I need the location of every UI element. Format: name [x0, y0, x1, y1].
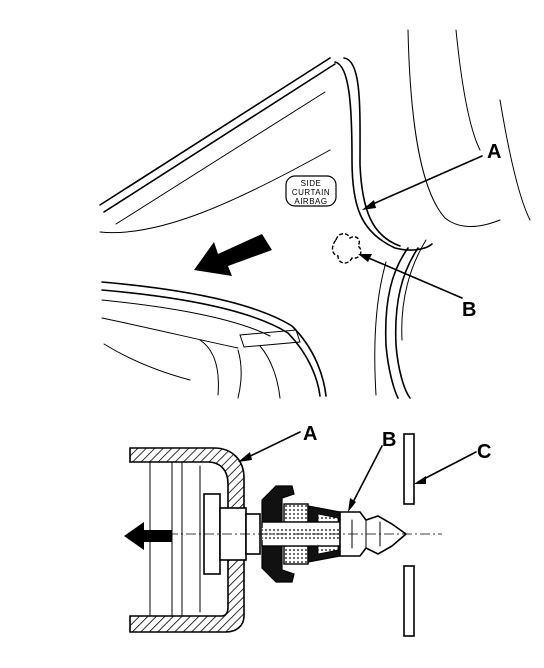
removal-arrow: [124, 522, 172, 550]
top-view: SIDE CURTAIN AIRBAG A B: [99, 29, 531, 399]
label-b-bottom: B: [382, 429, 396, 451]
trim-panel-section: [129, 447, 245, 633]
glass-edge: [99, 57, 336, 234]
body-panel-c: [403, 433, 415, 637]
hidden-clip-outline: [331, 233, 362, 264]
side-curtain-airbag-badge: SIDE CURTAIN AIRBAG: [285, 175, 337, 207]
label-b-top: B: [462, 299, 476, 321]
leader-a-bottom: [241, 431, 301, 461]
badge-line-2: CURTAIN: [292, 188, 330, 197]
pull-direction-arrow: [194, 234, 272, 276]
pillar-trim: [334, 57, 433, 399]
bottom-view: A B C: [124, 423, 491, 637]
leader-b-bottom: [349, 445, 383, 509]
label-c-bottom: C: [477, 441, 491, 463]
badge-line-1: SIDE: [301, 179, 322, 188]
lower-trim: [101, 281, 327, 399]
badge-line-3: AIRBAG: [294, 197, 327, 206]
leader-a-top: [365, 155, 483, 208]
leader-b-top: [363, 255, 463, 299]
label-a-top: A: [487, 141, 501, 163]
body-panel: [407, 29, 531, 227]
leader-c-bottom: [417, 451, 477, 483]
label-a-bottom: A: [303, 423, 317, 445]
